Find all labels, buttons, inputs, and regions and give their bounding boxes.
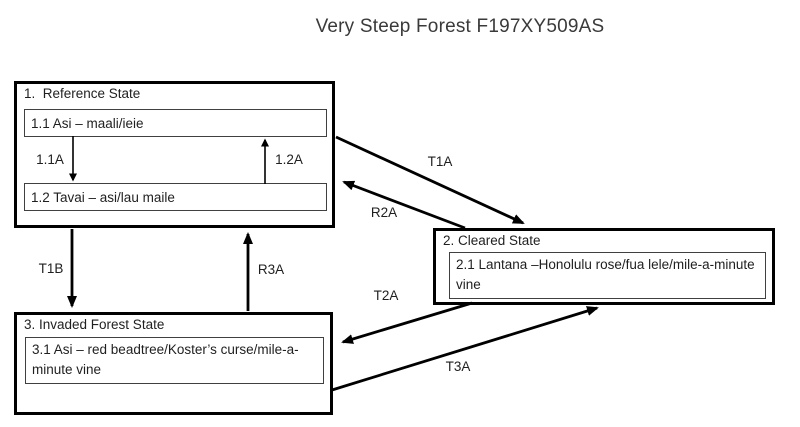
state-box-invaded: 3. Invaded Forest State 3.1 Asi – red be… <box>14 312 333 415</box>
community-label-2-1: 2.1 Lantana –Honolulu rose/fua lele/mile… <box>456 257 755 292</box>
community-box-1-2: 1.2 Tavai – asi/lau maile <box>24 183 327 211</box>
transition-label-R2A: R2A <box>370 205 398 220</box>
transition-arrow-T2A <box>341 301 473 344</box>
community-label-3-1: 3.1 Asi – red beadtree/Koster’s curse/mi… <box>32 342 299 377</box>
transition-label-1-1A: 1.1A <box>36 152 64 167</box>
state-box-cleared: 2. Cleared State 2.1 Lantana –Honolulu r… <box>433 228 775 305</box>
transition-label-R3A: R3A <box>257 262 285 277</box>
transition-arrow-T3A <box>331 306 599 392</box>
community-box-3-1: 3.1 Asi – red beadtree/Koster’s curse/mi… <box>25 337 324 384</box>
community-box-2-1: 2.1 Lantana –Honolulu rose/fua lele/mile… <box>449 252 766 299</box>
transition-label-T1B: T1B <box>38 261 64 276</box>
diagram-title: Very Steep Forest F197XY509AS <box>315 16 605 37</box>
community-box-1-1: 1.1 Asi – maali/ieie <box>24 109 327 137</box>
transition-label-T2A: T2A <box>373 288 399 303</box>
community-label-1-2: 1.2 Tavai – asi/lau maile <box>31 190 175 205</box>
state-title-invaded: 3. Invaded Forest State <box>24 317 165 332</box>
state-title-cleared: 2. Cleared State <box>443 233 541 248</box>
community-label-1-1: 1.1 Asi – maali/ieie <box>31 116 144 131</box>
state-box-reference: 1. Reference State 1.1 Asi – maali/ieie … <box>14 81 335 228</box>
transition-label-1-2A: 1.2A <box>275 152 303 167</box>
state-title-reference: 1. Reference State <box>24 86 141 101</box>
transition-label-T3A: T3A <box>445 359 471 374</box>
transition-label-T1A: T1A <box>427 154 453 169</box>
